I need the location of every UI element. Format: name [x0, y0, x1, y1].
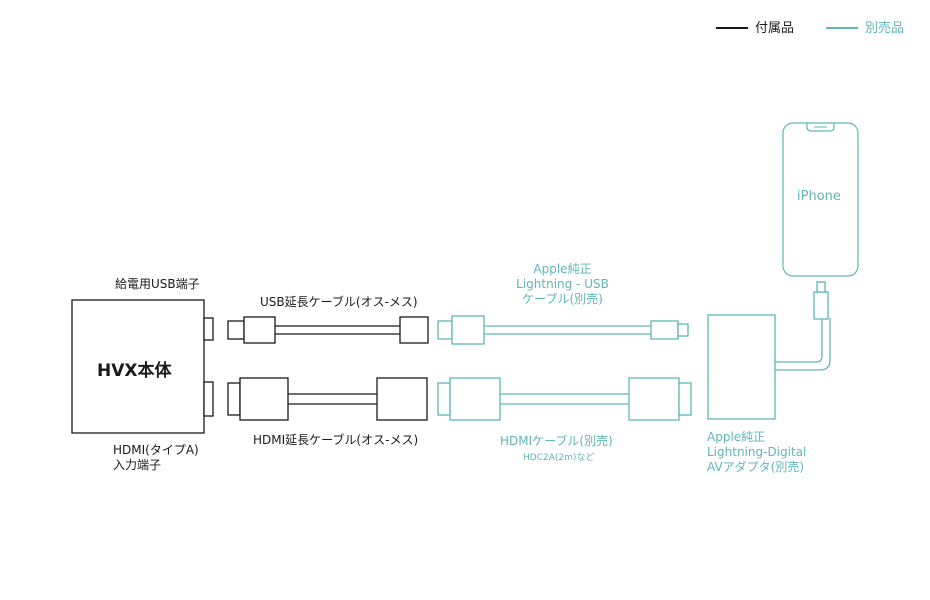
lightning-usb-label-line3: ケーブル(別売)	[522, 292, 603, 306]
hdmi-extension-cable	[227, 377, 428, 421]
lightning-usb-plug	[451, 315, 485, 345]
hvx-title: HVX本体	[97, 361, 172, 381]
hdmi-ext-male-tip	[227, 382, 241, 416]
legend-separate-label: 別売品	[865, 21, 905, 36]
hdmi-cable-left-plug	[449, 377, 501, 421]
hdmi-ext-female-plug	[376, 377, 428, 421]
iphone	[782, 122, 859, 277]
adapter-label-line1: Apple純正	[707, 430, 766, 444]
lightning-connector-body	[650, 320, 679, 340]
hvx-hdmi-port-label-line1: HDMI(タイプA)	[113, 443, 199, 457]
adapter-label-line3: AVアダプタ(別売)	[707, 460, 805, 474]
hvx-device	[71, 299, 214, 434]
iphone-label: iPhone	[797, 189, 841, 204]
lightning-usb-label-line1: Apple純正	[533, 262, 592, 276]
lightning-usb-tip	[437, 320, 453, 340]
hdmi-cable-right-tip	[678, 382, 692, 416]
lightning-connector-tip	[677, 323, 689, 337]
av-adapter	[707, 281, 831, 420]
hdmi-cable-left-tip	[437, 382, 451, 416]
lightning-usb-label-line2: Lightning - USB	[516, 277, 609, 291]
adapter-lightning-plug	[813, 291, 829, 320]
hdmi-ext-male-plug	[239, 377, 289, 421]
iphone-body	[782, 122, 859, 277]
lightning-usb-label: Apple純正 Lightning - USB ケーブル(別売)	[500, 262, 625, 307]
hdmi-cable-right-plug	[628, 377, 680, 421]
adapter-label: Apple純正 Lightning-Digital AVアダプタ(別売)	[707, 430, 806, 475]
hdmi-cable-example: HDC2A(2m)など	[523, 453, 595, 463]
hdmi-extension-label: HDMI延長ケーブル(オス-メス)	[253, 433, 419, 447]
hvx-usb-port	[203, 317, 214, 341]
adapter-cable	[775, 318, 823, 363]
adapter-label-line2: Lightning-Digital	[707, 445, 807, 459]
adapter-body	[707, 314, 776, 420]
lightning-usb-cable	[437, 315, 689, 345]
usb-extension-cable	[227, 316, 429, 344]
hdmi-cable	[437, 377, 692, 421]
usb-ext-male-plug	[243, 316, 276, 344]
usb-ext-female-plug	[399, 316, 429, 344]
hdmi-cable-label: HDMIケーブル(別売)	[500, 434, 613, 448]
legend-included-label: 付属品	[755, 21, 795, 36]
hvx-hdmi-port-label-line2: 入力端子	[113, 458, 162, 472]
adapter-lightning-tip	[816, 281, 826, 293]
adapter-cable-inner	[775, 318, 831, 371]
usb-ext-male-tip	[227, 320, 245, 340]
iphone-notch	[806, 123, 835, 132]
usb-extension-label: USB延長ケーブル(オス-メス)	[260, 295, 418, 309]
hvx-usb-port-label: 給電用USB端子	[115, 277, 200, 291]
hvx-hdmi-port	[203, 381, 214, 417]
hvx-body	[71, 299, 205, 434]
